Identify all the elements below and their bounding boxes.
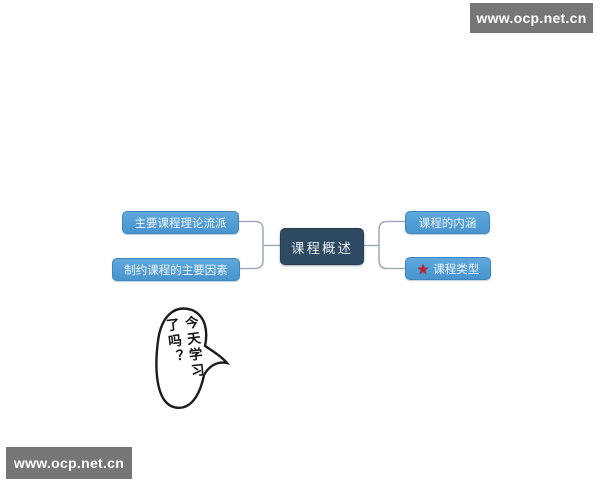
watermark-bottom-left: www.ocp.net.cn xyxy=(6,447,132,479)
speech-bubble-text: 今天学习 了吗？ xyxy=(153,314,208,399)
red-star-icon: ★ xyxy=(416,260,430,277)
mindmap-node-main-theory-schools[interactable]: 主要课程理论流派 xyxy=(122,211,239,234)
node-label: 课程类型 xyxy=(433,263,480,276)
mindmap-node-constraining-factors[interactable]: 制约课程的主要因素 xyxy=(112,258,240,281)
mindmap-root-node[interactable]: 课程概述 xyxy=(280,228,364,265)
mindmap-node-course-connotation[interactable]: 课程的内涵 xyxy=(405,211,490,234)
watermark-top-right: www.ocp.net.cn xyxy=(470,3,593,33)
mindmap-node-course-types[interactable]: ★ 课程类型 xyxy=(405,257,491,280)
